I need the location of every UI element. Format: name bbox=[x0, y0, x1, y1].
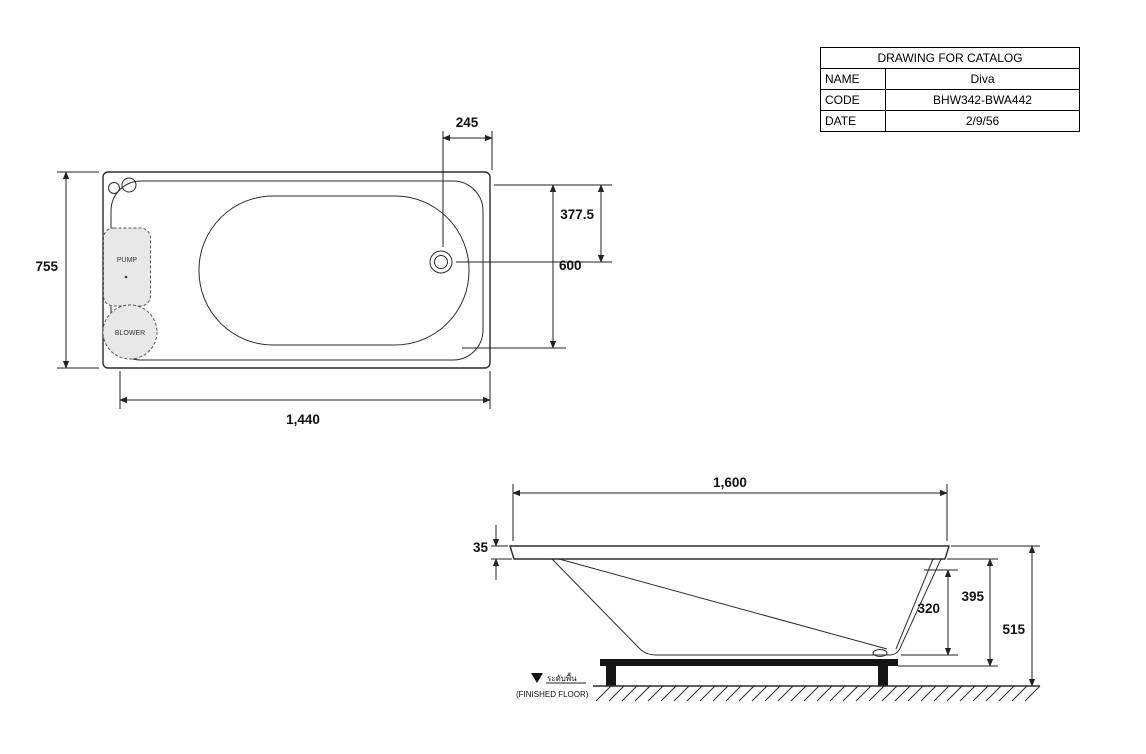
dim-drain-offset-from-end: 245 bbox=[442, 115, 493, 247]
blower-label: BLOWER bbox=[115, 330, 145, 337]
dim-value: 395 bbox=[961, 589, 984, 604]
drain-outer-circle bbox=[429, 250, 453, 274]
pump-label: PUMP bbox=[117, 257, 138, 264]
support-leg bbox=[606, 666, 616, 686]
pump-box bbox=[103, 227, 151, 307]
dim-overall-length: 1,600 bbox=[512, 475, 948, 541]
date-label: DATE bbox=[820, 110, 886, 132]
dim-value: 600 bbox=[559, 258, 582, 273]
dim-rim-thickness: 35 bbox=[473, 525, 512, 580]
finished-floor-marker: ระดับพื้น (FINISHED FLOOR) bbox=[516, 672, 589, 699]
top-view: PUMP BLOWER 245 bbox=[35, 115, 612, 427]
tub-outer-outline bbox=[102, 171, 491, 369]
floor-label-english: (FINISHED FLOOR) bbox=[516, 690, 589, 699]
dim-value: 320 bbox=[917, 601, 940, 616]
support-frame bbox=[600, 659, 898, 666]
floor-level-triangle-icon bbox=[531, 673, 543, 683]
title-block-row-date: DATE 2/9/56 bbox=[820, 110, 1080, 132]
dim-overall-width: 755 bbox=[35, 171, 99, 369]
side-view: ระดับพื้น (FINISHED FLOOR) 1,600 35 bbox=[473, 475, 1041, 702]
dim-value: 1,600 bbox=[713, 475, 747, 490]
dim-drain-span: 600 bbox=[462, 184, 582, 349]
dim-overall-height: 515 bbox=[951, 545, 1040, 687]
tub-rim-profile bbox=[509, 545, 950, 560]
pump-dot-icon bbox=[124, 275, 128, 279]
dim-shell-height: 395 bbox=[898, 558, 998, 667]
tub-rim-outline bbox=[110, 180, 484, 361]
tub-inner-wall-line bbox=[895, 558, 934, 650]
tub-inner-slope-line bbox=[558, 558, 888, 650]
dim-value: 1,440 bbox=[286, 412, 320, 427]
dim-inner-depth: 320 bbox=[901, 569, 958, 656]
dim-value: 377.5 bbox=[560, 207, 594, 222]
dim-value: 245 bbox=[456, 115, 479, 130]
code-value: BHW342-BWA442 bbox=[885, 89, 1080, 111]
dim-value: 35 bbox=[473, 540, 489, 555]
dim-value: 515 bbox=[1002, 622, 1025, 637]
corner-hole-icon bbox=[108, 182, 120, 194]
date-value: 2/9/56 bbox=[885, 110, 1080, 132]
floor-label-thai: ระดับพื้น bbox=[547, 672, 577, 683]
title-block: DRAWING FOR CATALOG NAME Diva CODE BHW34… bbox=[820, 47, 1080, 132]
floor-hatch bbox=[595, 685, 1041, 702]
tub-body-profile bbox=[551, 558, 942, 656]
blower-circle bbox=[102, 304, 158, 360]
support-leg bbox=[878, 666, 888, 686]
title-block-row-code: CODE BHW342-BWA442 bbox=[820, 89, 1080, 111]
pump-unit: PUMP bbox=[103, 227, 151, 307]
tub-basin-outline bbox=[198, 195, 470, 346]
drain-outlet bbox=[872, 649, 888, 657]
drain bbox=[429, 250, 453, 274]
drain-inner-circle bbox=[434, 255, 448, 269]
dim-drain-from-top: 377.5 bbox=[456, 184, 612, 263]
dim-value: 755 bbox=[35, 259, 58, 274]
corner-hole-icon bbox=[121, 177, 137, 193]
dim-base-length: 1,440 bbox=[119, 371, 491, 427]
blower-unit: BLOWER bbox=[102, 304, 158, 360]
